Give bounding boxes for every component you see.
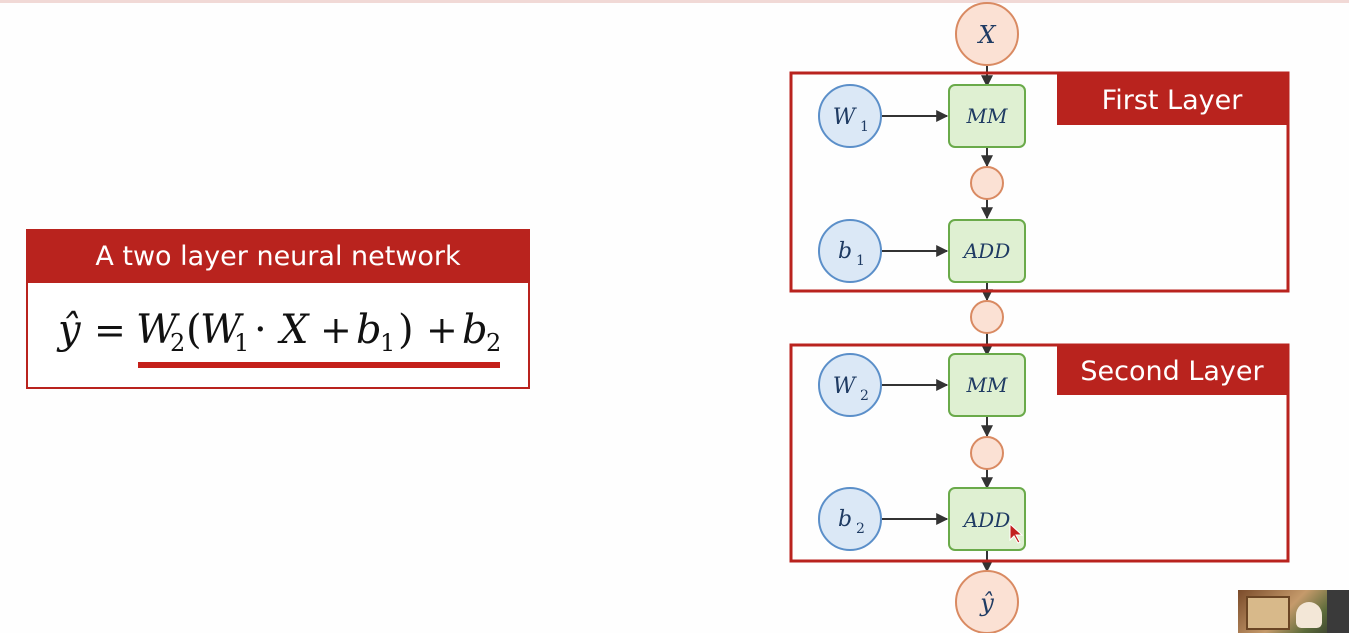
output-node-circle [955,570,1019,633]
formula-x: X [277,307,310,353]
formula-equals: = [94,308,126,352]
formula-svg: ŷ = W 2 ( W 1 · X + b 1 ) + b 2 [56,307,501,368]
weight-node-2-base: W [833,374,858,399]
thumbnail-figure [1296,602,1322,628]
thumbnail-shelf [1246,596,1290,630]
formula-y-hat: ŷ [56,307,82,353]
mm-op-2-label: MM [966,373,1008,397]
output-node: ŷ [955,570,1019,633]
formula-b2-sub: 2 [486,329,501,357]
output-node-label: ŷ [979,589,994,617]
network-diagram: First Layer Second Layer X W 1 [760,0,1320,633]
add-op-2-label: ADD [962,508,1011,532]
first-layer-group: First Layer [789,71,1290,293]
bias-node-2: b 2 [818,487,882,551]
thumbnail-dark-area [1327,590,1349,633]
top-strip [0,0,1349,3]
formula-w2-base: W [136,307,180,353]
bias-node-1-base: b [838,239,852,264]
bias-node-1-circle [818,219,882,283]
weight-node-2: W 2 [818,353,882,417]
formula-b1-sub: 1 [380,329,395,357]
mm-op-1-box [948,84,1026,148]
add-op-1-label: ADD [962,239,1011,263]
mm-op-2-box [948,353,1026,417]
formula-w2-sub: 2 [170,329,185,357]
formula-plus-2: + [426,308,458,352]
bias-node-2-base: b [838,507,852,532]
weight-node-1-sub: 1 [860,119,869,135]
formula-card: A two layer neural network ŷ = W 2 ( W 1… [26,229,530,389]
formula-close-paren: ) [398,307,414,353]
formula-dot: · [254,307,267,353]
first-layer-label-bg [1057,73,1288,125]
mm-op-1-label: MM [966,104,1008,128]
weight-node-1-circle [818,84,882,148]
intermediate-node-2 [970,436,1004,470]
formula-card-title: A two layer neural network [28,231,528,283]
formula-w1-sub: 1 [234,329,249,357]
add-op-1: ADD [948,219,1026,283]
bias-node-1: b 1 [818,219,882,283]
second-layer-label: Second Layer [1080,356,1264,387]
webcam-thumbnail [1238,590,1349,633]
first-layer-frame [789,71,1290,293]
second-layer-group: Second Layer [789,343,1290,563]
formula-area: ŷ = W 2 ( W 1 · X + b 1 ) + b 2 [28,283,528,387]
network-diagram-svg: First Layer Second Layer X W 1 [789,2,1290,633]
add-op-2-box [948,487,1026,551]
formula-b1-base: b [356,307,382,353]
input-node-label: X [976,21,996,49]
formula-open-paren: ( [186,307,202,353]
formula-b2-base: b [462,307,488,353]
formula-w1-base: W [200,307,244,353]
weight-node-2-sub: 2 [860,388,869,404]
weight-node-1: W 1 [818,84,882,148]
mm-op-2: MM [948,353,1026,417]
add-op-1-box [948,219,1026,283]
bias-node-2-circle [818,487,882,551]
first-layer-label: First Layer [1102,85,1244,116]
formula-underline [138,362,500,368]
add-op-2: ADD [948,487,1026,551]
second-layer-label-bg [1057,345,1288,395]
input-node: X [955,2,1019,66]
formula-plus-1: + [320,308,352,352]
intermediate-node-between-layers [970,300,1004,334]
second-layer-frame [789,343,1290,563]
input-node-circle [955,2,1019,66]
mm-op-1: MM [948,84,1026,148]
intermediate-node-1 [970,166,1004,200]
mouse-cursor-icon [1009,522,1024,544]
weight-node-2-circle [818,353,882,417]
bias-node-1-sub: 1 [856,253,865,269]
bias-node-2-sub: 2 [856,521,865,537]
weight-node-1-base: W [833,105,858,130]
